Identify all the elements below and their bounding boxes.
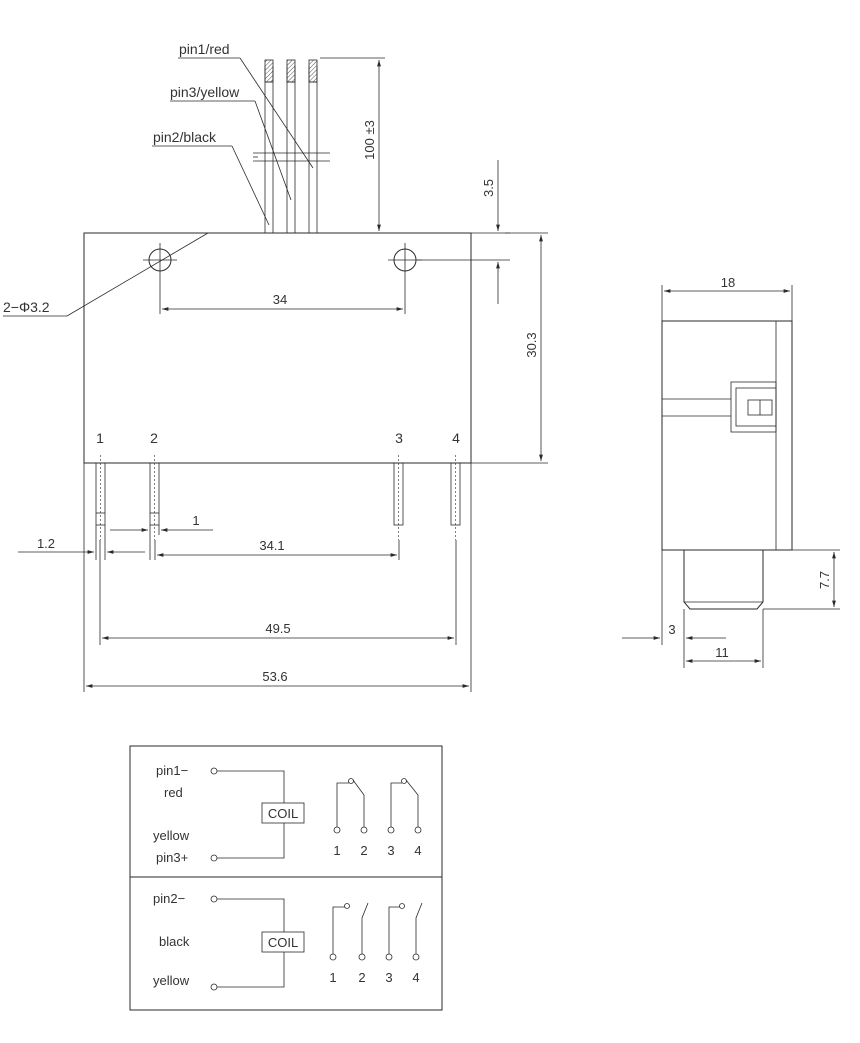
bottom-contact-3: 3 <box>385 970 392 985</box>
terminal-4 <box>450 455 461 540</box>
wire-label-leaders <box>152 57 314 226</box>
lead-wires <box>253 59 330 233</box>
dim-base-width: 11 <box>715 645 729 660</box>
dim-terminal-offset: 1.2 <box>37 536 55 551</box>
terminal-2 <box>149 455 160 540</box>
bottom-contact-1: 1 <box>329 970 336 985</box>
dim-body-width: 53.6 <box>262 669 287 684</box>
wire-label-pin2: pin2/black <box>153 129 217 145</box>
terminal-3 <box>393 455 404 540</box>
bottom-coil-label: COIL <box>268 935 298 950</box>
wiring-schematic: pin1− red yellow pin3+ COIL <box>129 745 443 1011</box>
bottom-pin-a-label: pin2− <box>153 891 185 906</box>
dim-pitch-2-3: 34.1 <box>259 538 284 553</box>
terminal-number-4: 4 <box>452 430 460 446</box>
top-pin-b-label: pin3+ <box>156 850 188 865</box>
bottom-contacts <box>329 902 423 961</box>
top-contact-2: 2 <box>360 843 367 858</box>
terminal-number-1: 1 <box>96 430 104 446</box>
top-pin-a-label: pin1− <box>156 763 188 778</box>
dim-pitch-1-4: 49.5 <box>265 621 290 636</box>
dim-terminal-height: 7.7 <box>817 571 832 589</box>
dim-body-height: 30.3 <box>524 332 539 357</box>
schematic-top: pin1− red yellow pin3+ COIL <box>153 763 422 865</box>
wire-label-pin1: pin1/red <box>179 41 230 57</box>
bottom-contact-2: 2 <box>358 970 365 985</box>
side-body-outline <box>661 320 793 551</box>
bottom-pin-b-color: yellow <box>153 973 190 988</box>
mounting-hole-left <box>143 243 177 277</box>
top-contact-3: 3 <box>387 843 394 858</box>
dim-side-depth: 18 <box>721 275 735 290</box>
mounting-hole-right <box>388 243 422 277</box>
top-pin-b-color: yellow <box>153 828 190 843</box>
relay-body-outline <box>83 232 472 464</box>
schematic-bottom: pin2− black yellow COIL 1 2 <box>153 891 423 991</box>
top-coil-label: COIL <box>268 806 298 821</box>
schematic-frame <box>129 745 443 1011</box>
dim-terminal-width: 1 <box>192 513 199 528</box>
bottom-contact-4: 4 <box>412 970 419 985</box>
top-contacts <box>333 778 422 834</box>
dim-wire-length: 100 ±3 <box>362 120 377 160</box>
terminal-number-2: 2 <box>150 430 158 446</box>
wire-label-pin3: pin3/yellow <box>170 84 240 100</box>
top-coil-box <box>261 802 305 824</box>
side-view: 18 7.7 3 11 <box>622 275 840 668</box>
dim-side-offset: 3 <box>668 622 675 637</box>
top-pin-a-color: red <box>164 785 183 800</box>
dim-hole-spacing: 34 <box>273 292 287 307</box>
top-contact-4: 4 <box>414 843 421 858</box>
bottom-coil-box <box>261 931 305 953</box>
terminal-number-3: 3 <box>395 430 403 446</box>
top-contact-1: 1 <box>333 843 340 858</box>
bottom-pin-a-color: black <box>159 934 190 949</box>
front-view: pin1/red pin3/yellow pin2/black 100 ±3 2… <box>3 41 548 692</box>
dim-hole-offset: 3.5 <box>481 179 496 197</box>
hole-spec-label: 2−Φ3.2 <box>3 299 50 315</box>
terminal-1 <box>95 455 106 540</box>
